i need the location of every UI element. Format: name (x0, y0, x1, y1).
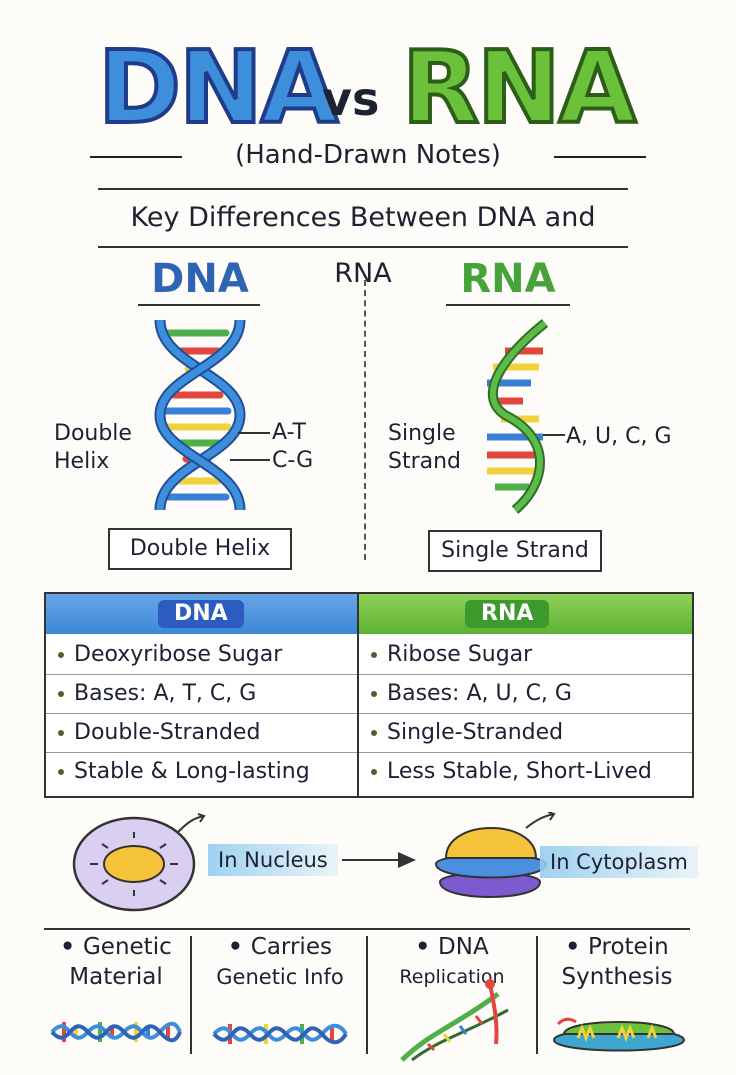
dna-item: Stable & Long-lasting (74, 759, 310, 784)
dna-diagram-title: DNA (151, 256, 249, 302)
nucleus-label: In Nucleus (208, 844, 338, 876)
nucleus-cell-icon (72, 813, 206, 912)
function-genetic-material: • Genetic Material (44, 932, 188, 1060)
function-line2: Replication (399, 966, 505, 988)
dna-column-header: DNA (46, 594, 359, 634)
ribosome-icon (434, 812, 556, 898)
dna-header-pill: DNA (158, 600, 244, 628)
functions-divider-line (44, 928, 690, 930)
rna-header-pill: RNA (465, 600, 550, 628)
main-title: DNA vs RNA (0, 30, 736, 140)
rna-single-strand-icon (487, 319, 565, 514)
function-line2: Synthesis (561, 964, 673, 990)
function-line2: Material (69, 964, 163, 990)
function-carries-info: • Carries Genetic Info (196, 932, 364, 1060)
function-separator (366, 936, 368, 1054)
rna-bases-label: A, U, C, G (566, 424, 672, 449)
table-row: Single-Stranded (359, 714, 692, 753)
diagram-divider (364, 280, 366, 560)
rna-item: Ribose Sugar (387, 642, 533, 667)
rna-item: Bases: A, U, C, G (387, 681, 572, 706)
subtitle: (Hand-Drawn Notes) (90, 140, 646, 174)
mini-dna-icon (50, 1021, 182, 1043)
rna-side-label-line2: Strand (388, 449, 462, 474)
dna-title-underline (138, 304, 260, 306)
mini-protein-icon (552, 1017, 686, 1052)
arrow-right-icon (342, 852, 416, 868)
function-protein-synthesis: • Protein Synthesis (542, 932, 692, 1060)
function-separator (190, 936, 192, 1054)
dna-item: Deoxyribose Sugar (74, 642, 283, 667)
function-separator (536, 936, 538, 1054)
dna-item: Bases: A, T, C, G (74, 681, 257, 706)
dna-item: Double-Stranded (74, 720, 261, 745)
dna-double-helix-icon (154, 319, 270, 511)
dna-pair-at: A-T (272, 420, 306, 445)
dna-pair-cg: C-G (272, 448, 314, 473)
rna-item: Less Stable, Short-Lived (387, 759, 652, 784)
dna-side-label-line2: Helix (54, 449, 110, 474)
table-row: Less Stable, Short-Lived (359, 753, 692, 791)
rna-side-label: Single Strand (388, 420, 468, 476)
dna-side-label: Double Helix (54, 420, 144, 476)
rna-title-underline (446, 304, 570, 306)
table-row: Deoxyribose Sugar (46, 636, 357, 675)
mini-dna-info-icon (212, 1023, 348, 1045)
cytoplasm-label: In Cytoplasm (540, 846, 698, 878)
title-dna: DNA (96, 29, 340, 146)
subtitle-text: (Hand-Drawn Notes) (235, 140, 501, 170)
rna-caption: Single Strand (428, 530, 602, 572)
title-rna: RNA (400, 29, 638, 146)
section-heading: Key Differences Between DNA and RNA (98, 188, 628, 289)
function-line1: DNA (438, 934, 489, 960)
function-line1: Protein (588, 934, 669, 960)
function-line2: Genetic Info (216, 965, 344, 989)
heading-text: Key Differences Between DNA and RNA (130, 202, 596, 289)
table-row: Bases: A, T, C, G (46, 675, 357, 714)
rna-diagram-title: RNA (460, 256, 556, 302)
table-row: Stable & Long-lasting (46, 753, 357, 791)
mini-replication-icon (400, 979, 509, 1062)
dna-caption: Double Helix (108, 528, 292, 570)
rna-column-header: RNA (359, 594, 692, 634)
title-vs: vs (322, 72, 380, 126)
comparison-table: DNA RNA Deoxyribose Sugar Bases: A, T, C… (44, 592, 694, 798)
dna-side-label-line1: Double (54, 421, 132, 446)
table-row: Double-Stranded (46, 714, 357, 753)
rna-item: Single-Stranded (387, 720, 564, 745)
table-row: Bases: A, U, C, G (359, 675, 692, 714)
function-dna-replication: • DNA Replication (372, 932, 532, 1060)
function-line1: Genetic (82, 934, 172, 960)
table-row: Ribose Sugar (359, 636, 692, 675)
function-line1: Carries (250, 934, 332, 960)
rna-side-label-line1: Single (388, 421, 456, 446)
column-divider (357, 594, 359, 796)
